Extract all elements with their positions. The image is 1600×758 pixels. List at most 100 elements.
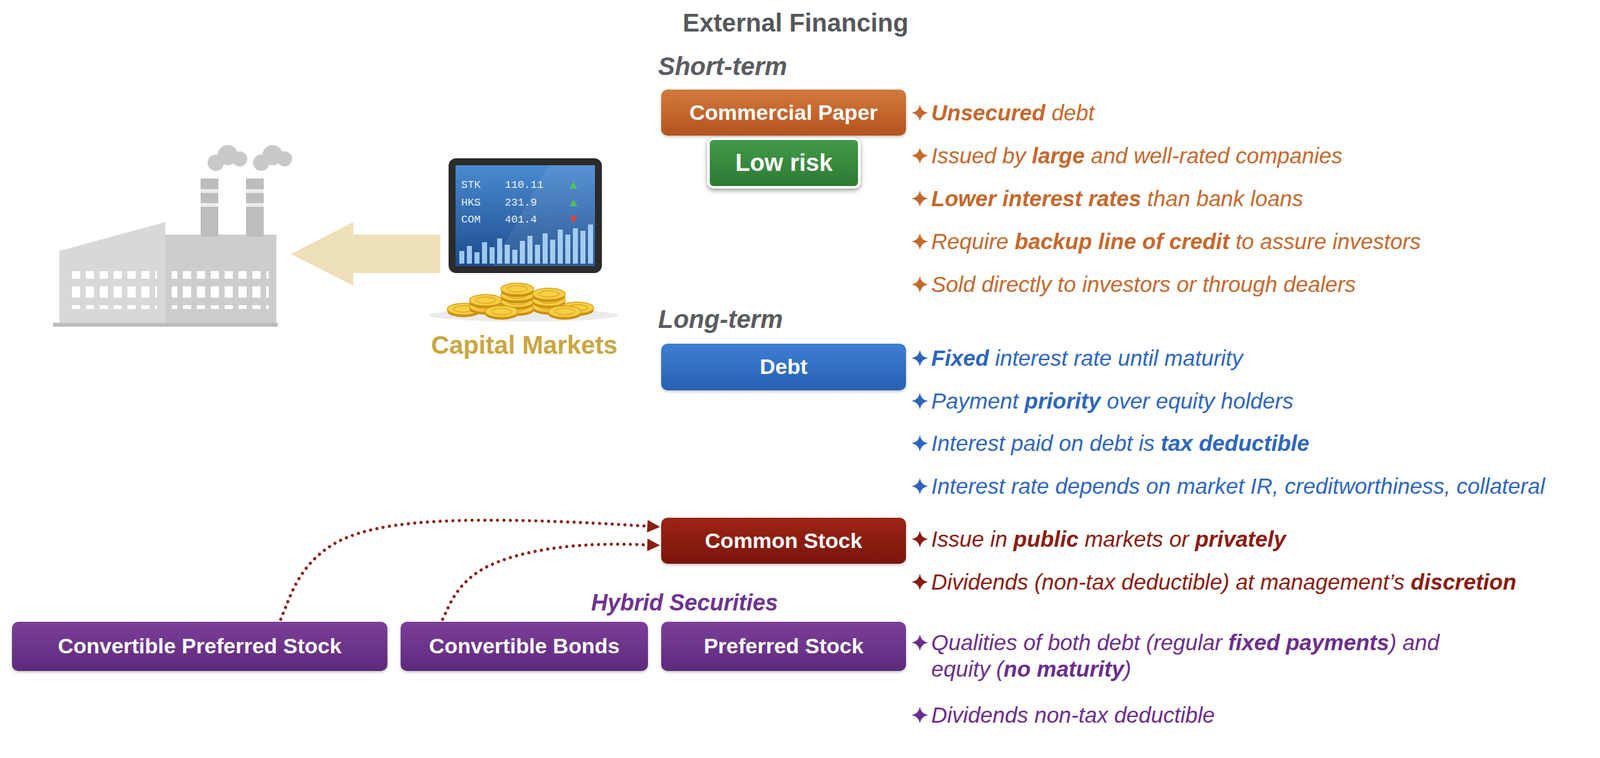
monitor-illustration — [448, 158, 602, 274]
bullet-item: Issue in public markets or privately — [909, 526, 1286, 553]
text-run: ) — [1123, 656, 1132, 682]
box-label: Common Stock — [704, 528, 862, 554]
text-run: over equity holders — [1100, 388, 1293, 414]
bullet-text: Qualities of both debt (regular fixed pa… — [931, 629, 1487, 683]
bullet-item: Unsecured debt — [909, 99, 1095, 127]
bullet-text: Fixed interest rate until maturity — [931, 345, 1243, 372]
bullet-item: Dividends non-tax deductible — [909, 702, 1215, 729]
monitor-illustration — [489, 247, 495, 264]
coins-illustration — [429, 283, 619, 322]
bullet-star — [911, 104, 929, 122]
factory-illustration — [200, 178, 219, 237]
text-run: to assure investors — [1229, 229, 1421, 254]
bullet-text: Require backup line of credit to assure … — [931, 228, 1421, 255]
bullet-star — [911, 634, 929, 652]
bullet-item: Lower interest rates than bank loans — [909, 185, 1304, 212]
hybrid-box: Preferred Stock — [661, 622, 906, 672]
bullet-item: Dividends (non-tax deductible) at manage… — [909, 569, 1517, 596]
bullet-text: Lower interest rates than bank loans — [931, 185, 1304, 212]
text-run: Payment — [931, 388, 1025, 414]
text-run: Fixed — [931, 345, 989, 371]
text-run: Interest rate depends on market IR, cred… — [931, 473, 1546, 499]
group-heading: Hybrid Securities — [591, 589, 778, 617]
text-run: Sold directly to investors or through de… — [931, 271, 1356, 297]
short-term-box: Commercial Paper — [661, 89, 906, 136]
flow-arrow — [290, 222, 441, 286]
text-run: Issued by — [931, 143, 1033, 168]
factory-illustration — [276, 151, 293, 167]
bullet-star — [911, 276, 929, 293]
bullet-item: Payment priority over equity holders — [909, 388, 1294, 415]
bullet-star — [909, 228, 932, 255]
ticker-text: 401.4 — [504, 213, 537, 227]
bullet-star — [909, 526, 932, 553]
box-label: Convertible Bonds — [429, 634, 620, 659]
bullet-text: Sold directly to investors or through de… — [931, 271, 1356, 298]
bullet-star — [909, 388, 932, 415]
text-run: Issue in — [931, 526, 1014, 552]
monitor-illustration — [492, 165, 595, 267]
text-run: priority — [1024, 388, 1101, 414]
flow-arrow — [290, 222, 441, 286]
bullet-text: Dividends non-tax deductible — [931, 702, 1215, 729]
monitor-illustration — [482, 242, 488, 264]
text-run: Lower interest rates — [931, 186, 1142, 211]
equity-box: Common Stock — [661, 517, 906, 565]
bullet-text: Payment priority over equity holders — [931, 388, 1294, 415]
debt-box: Debt — [661, 343, 906, 391]
bullet-text: Issued by large and well-rated companies — [931, 142, 1343, 170]
coins-illustration — [485, 305, 518, 320]
ticker-text: 231.9 — [504, 196, 537, 210]
text-run: large — [1032, 143, 1086, 168]
bullet-star — [911, 478, 929, 495]
text-run: interest rate until maturity — [988, 345, 1243, 371]
bullet-item: Require backup line of credit to assure … — [909, 228, 1421, 255]
bullet-item: Interest rate depends on market IR, cred… — [909, 473, 1546, 500]
bullet-star — [911, 707, 929, 724]
factory-illustration — [52, 145, 293, 327]
factory-illustration — [66, 271, 158, 310]
bullet-star — [909, 99, 932, 127]
bullet-item: Fixed interest rate until maturity — [909, 345, 1243, 372]
bullet-star — [909, 702, 932, 729]
bullet-star — [909, 185, 932, 212]
ticker-text: 110.11 — [504, 179, 544, 192]
diagram-title: External Financing — [682, 7, 909, 38]
text-run: discretion — [1410, 569, 1517, 595]
bullet-star — [909, 271, 932, 298]
bullet-star — [911, 350, 929, 367]
coins-illustration — [500, 283, 534, 298]
box-label: Debt — [759, 354, 808, 380]
hybrid-box: Convertible Bonds — [400, 622, 648, 672]
bullet-star — [909, 473, 932, 500]
illustration-caption: Capital Markets — [430, 329, 618, 361]
coins-illustration — [532, 288, 566, 303]
factory-illustration — [200, 189, 219, 194]
monitor-illustration — [448, 158, 602, 274]
bullet-text: Unsecured debt — [931, 99, 1095, 127]
factory-illustration — [52, 323, 278, 327]
bullet-star — [911, 393, 929, 410]
box-label: Commercial Paper — [689, 100, 879, 125]
text-run: and well-rated companies — [1084, 143, 1343, 168]
text-run: no maturity — [1003, 656, 1125, 682]
bullet-text: Dividends (non-tax deductible) at manage… — [931, 569, 1517, 596]
monitor-illustration — [569, 199, 578, 207]
monitor-illustration — [459, 251, 465, 264]
coins-illustration — [548, 305, 582, 320]
hybrid-box: Convertible Preferred Stock — [11, 622, 388, 672]
text-run: Qualities of both debt (regular — [931, 630, 1229, 655]
factory-illustration — [59, 222, 166, 325]
factory-illustration — [232, 151, 248, 167]
bullet-item: Issued by large and well-rated companies — [909, 142, 1343, 170]
monitor-illustration — [569, 216, 578, 224]
box-label: Low risk — [735, 149, 833, 178]
text-run: Dividends non-tax deductible — [931, 702, 1215, 728]
factory-illustration — [246, 203, 264, 207]
bullet-star — [909, 430, 932, 457]
bullet-star — [911, 435, 929, 452]
ticker-text: COM — [461, 213, 481, 227]
ticker-text: STK — [461, 179, 481, 192]
text-run: tax deductible — [1160, 430, 1310, 456]
